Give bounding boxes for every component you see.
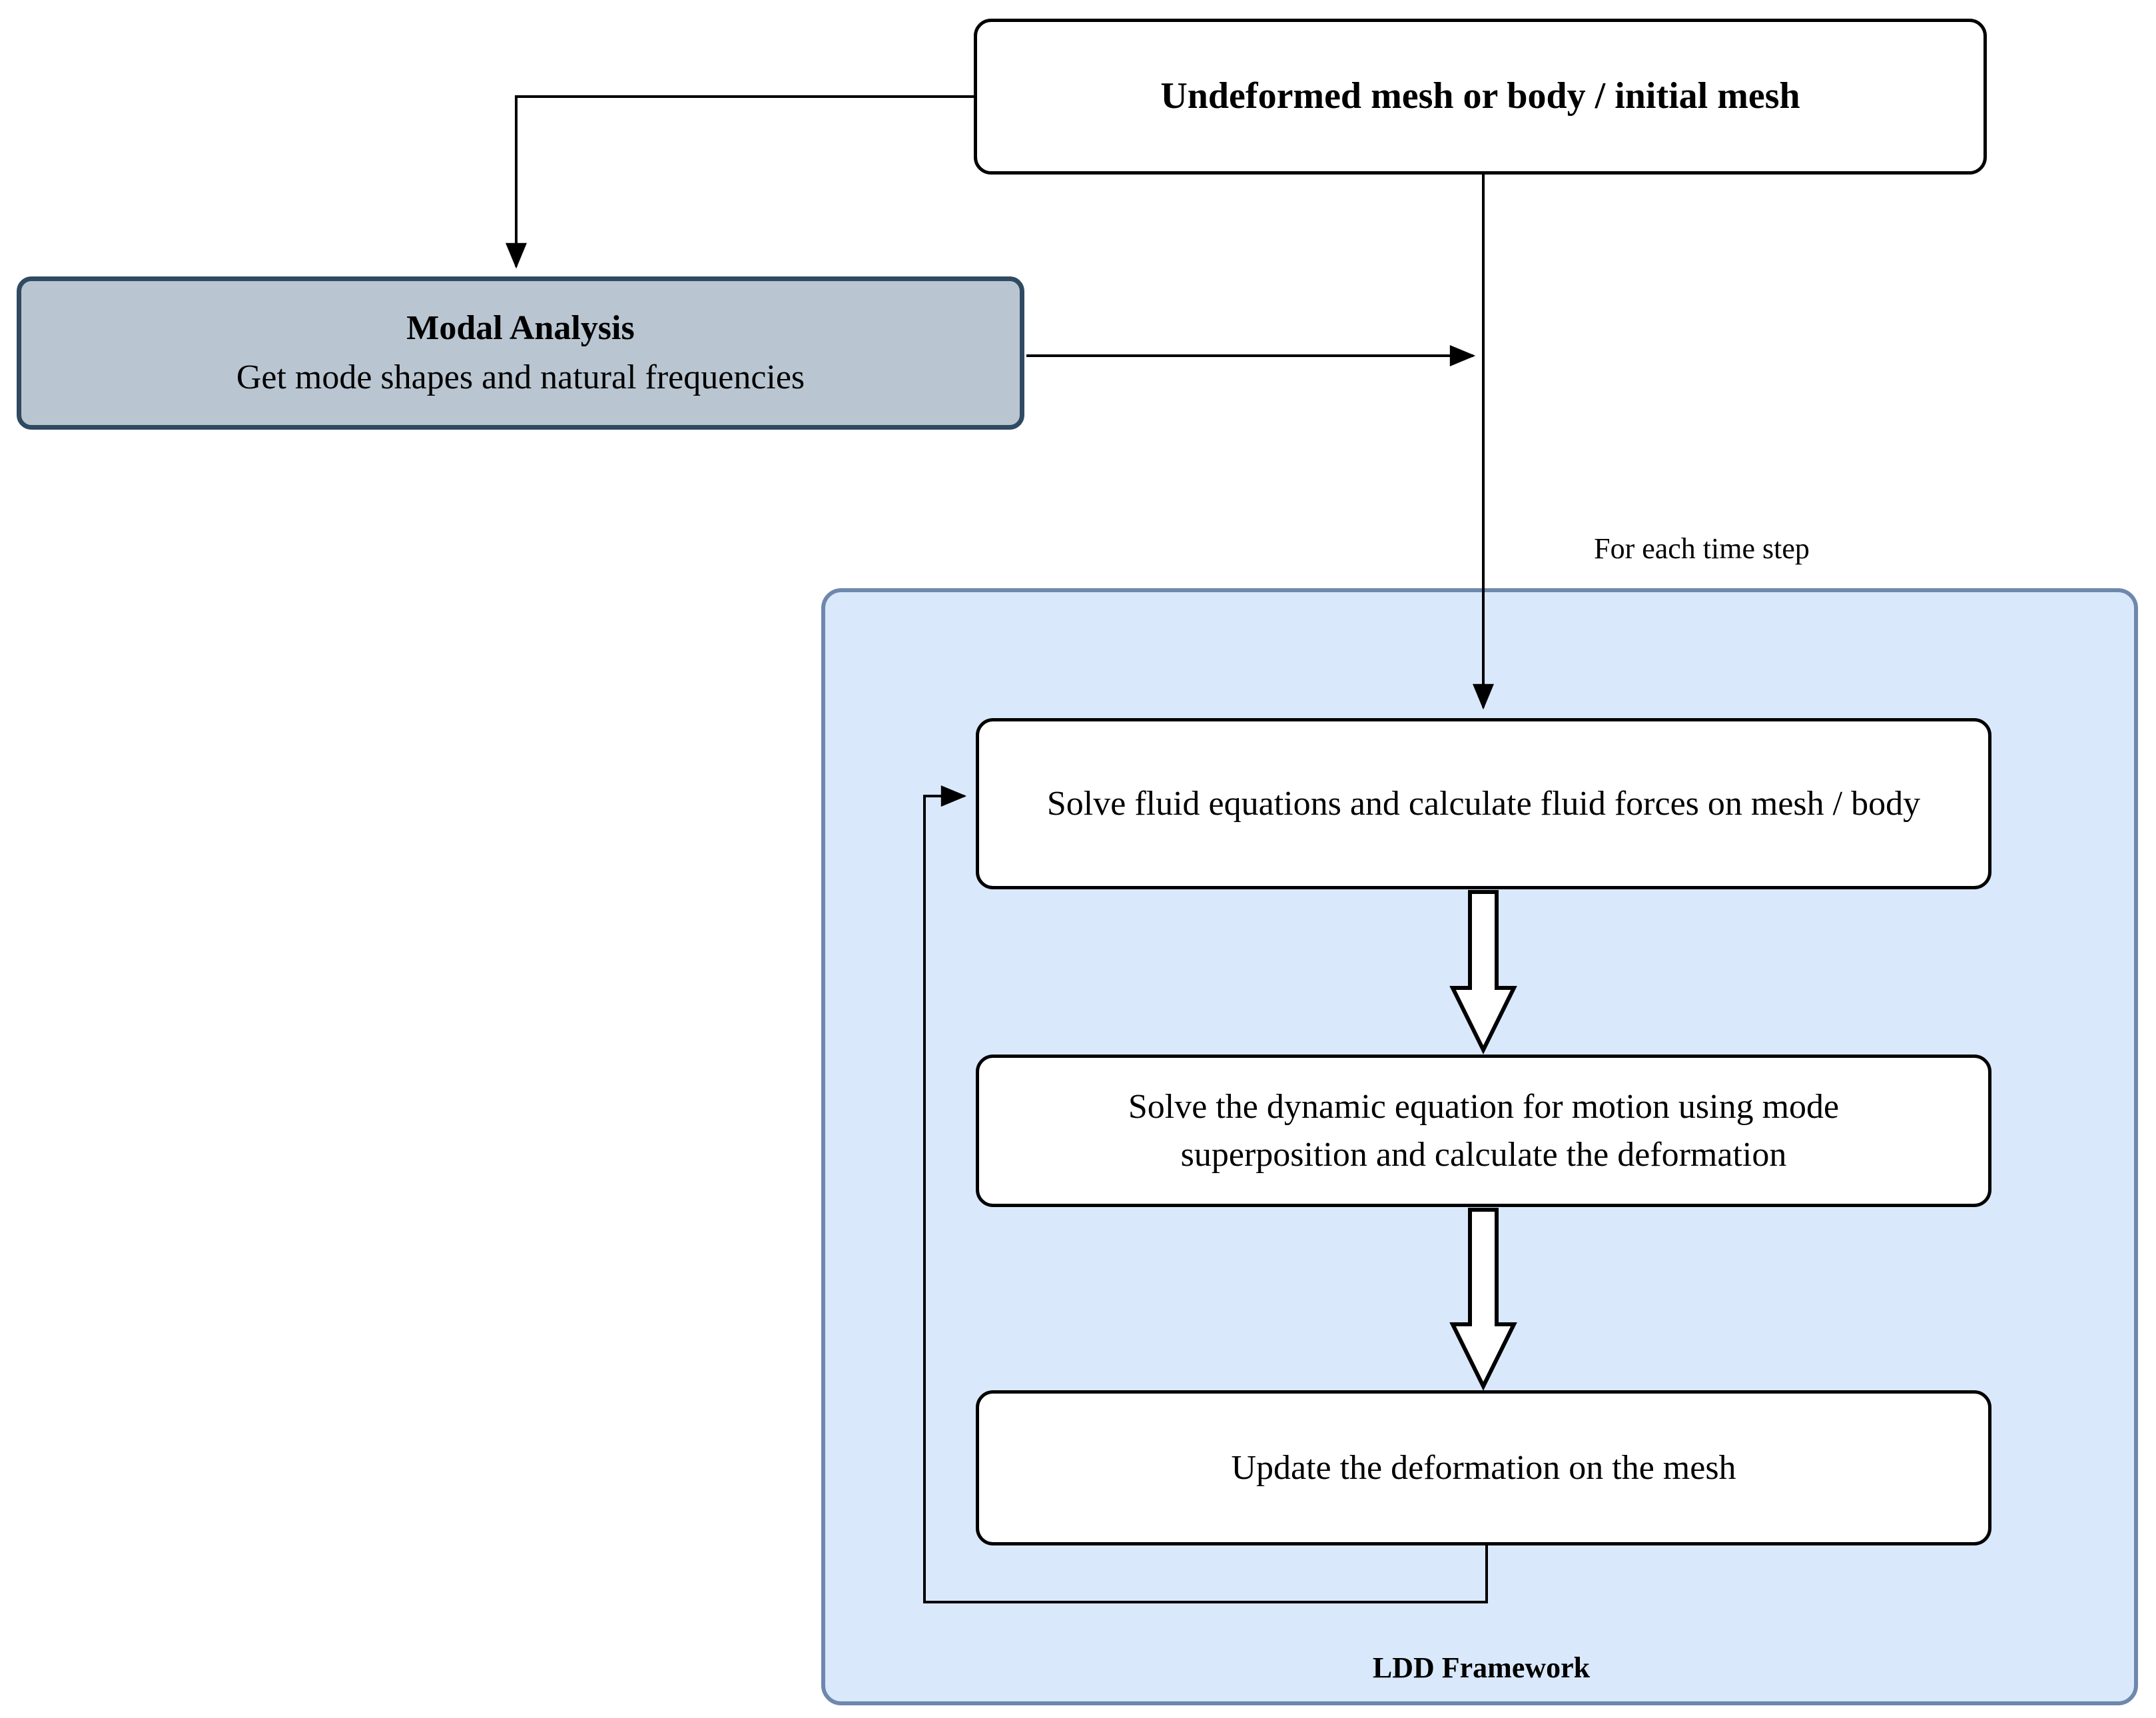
node-solve-fluid: Solve fluid equations and calculate flui…: [976, 718, 1991, 889]
connector-initial-to-modal: [506, 95, 974, 269]
label-for-each-time-step: For each time step: [1594, 532, 1810, 565]
node-initial-mesh: Undeformed mesh or body / initial mesh: [974, 19, 1987, 175]
connector-update-loopback: [923, 785, 1488, 1603]
block-arrow-dynamic-to-update: [1449, 1208, 1517, 1391]
initial-mesh-label: Undeformed mesh or body / initial mesh: [1160, 75, 1800, 117]
block-arrow-fluid-to-dynamic: [1449, 890, 1517, 1055]
node-modal-analysis: Modal Analysis Get mode shapes and natur…: [17, 276, 1024, 430]
update-deformation-label: Update the deformation on the mesh: [1231, 1448, 1736, 1487]
modal-analysis-title: Modal Analysis: [406, 309, 635, 348]
solve-dynamic-label: Solve the dynamic equation for motion us…: [1128, 1087, 1840, 1174]
modal-analysis-subtitle: Get mode shapes and natural frequencies: [236, 358, 805, 396]
node-solve-dynamic: Solve the dynamic equation for motion us…: [976, 1055, 1991, 1207]
ldd-framework-label: LDD Framework: [1372, 1651, 1591, 1684]
node-update-deformation: Update the deformation on the mesh: [976, 1390, 1991, 1545]
solve-fluid-label: Solve fluid equations and calculate flui…: [1046, 784, 1921, 823]
